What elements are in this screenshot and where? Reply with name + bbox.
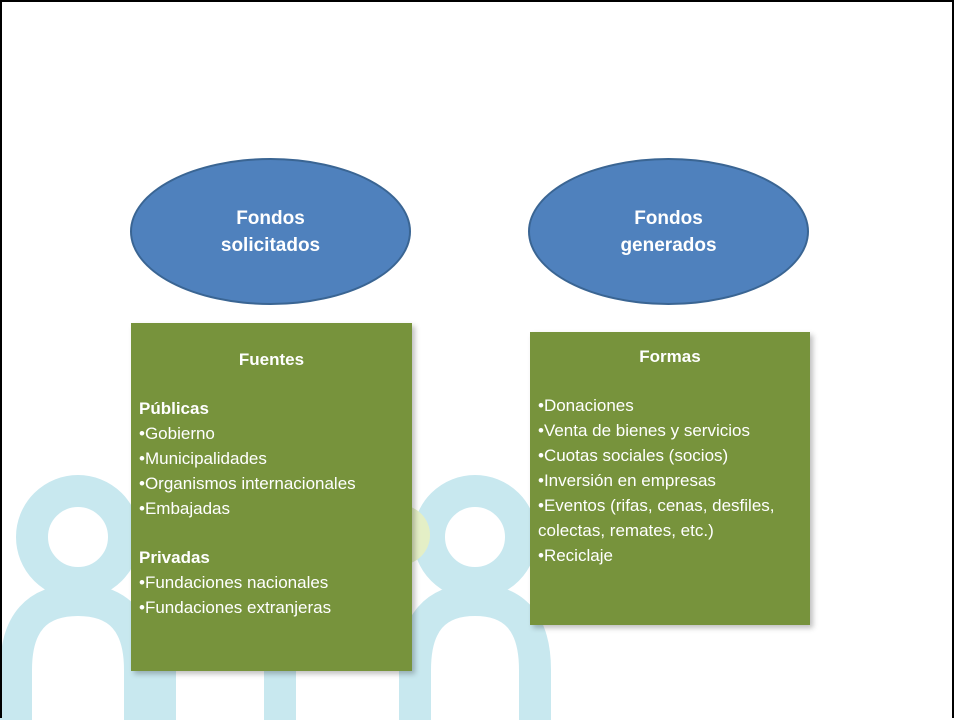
privadas-heading: Privadas — [139, 548, 210, 567]
list-item: •Gobierno — [139, 424, 215, 443]
fondos-solicitados-ellipse: Fondos solicitados — [130, 158, 411, 305]
list-item: •Fundaciones nacionales — [139, 573, 329, 592]
list-item: •Eventos (rifas, cenas, desfiles, colect… — [538, 496, 775, 540]
list-item: •Embajadas — [139, 499, 231, 518]
list-item: •Reciclaje — [538, 546, 613, 565]
fondos-solicitados-label: Fondos solicitados — [220, 207, 321, 256]
fuentes-title: Fuentes — [238, 350, 305, 369]
list-item: •Municipalidades — [139, 449, 267, 468]
list-item: •Organismos internacionales — [139, 474, 356, 493]
list-item: •Cuotas sociales (socios) — [538, 446, 729, 465]
list-item: •Inversión en empresas — [538, 471, 716, 490]
list-item: •Venta de bienes y servicios — [538, 421, 750, 440]
fuentes-box: Fuentes Públicas •Gobierno •Municipalida… — [131, 323, 412, 671]
formas-title: Formas — [639, 347, 701, 366]
list-item: •Fundaciones extranjeras — [139, 598, 332, 617]
fondos-generados-ellipse: Fondos generados — [528, 158, 809, 305]
fondos-generados-label: Fondos generados — [620, 207, 717, 256]
list-item: •Donaciones — [538, 396, 634, 415]
publicas-heading: Públicas — [139, 399, 209, 418]
formas-box: Formas •Donaciones •Venta de bienes y se… — [530, 332, 810, 625]
